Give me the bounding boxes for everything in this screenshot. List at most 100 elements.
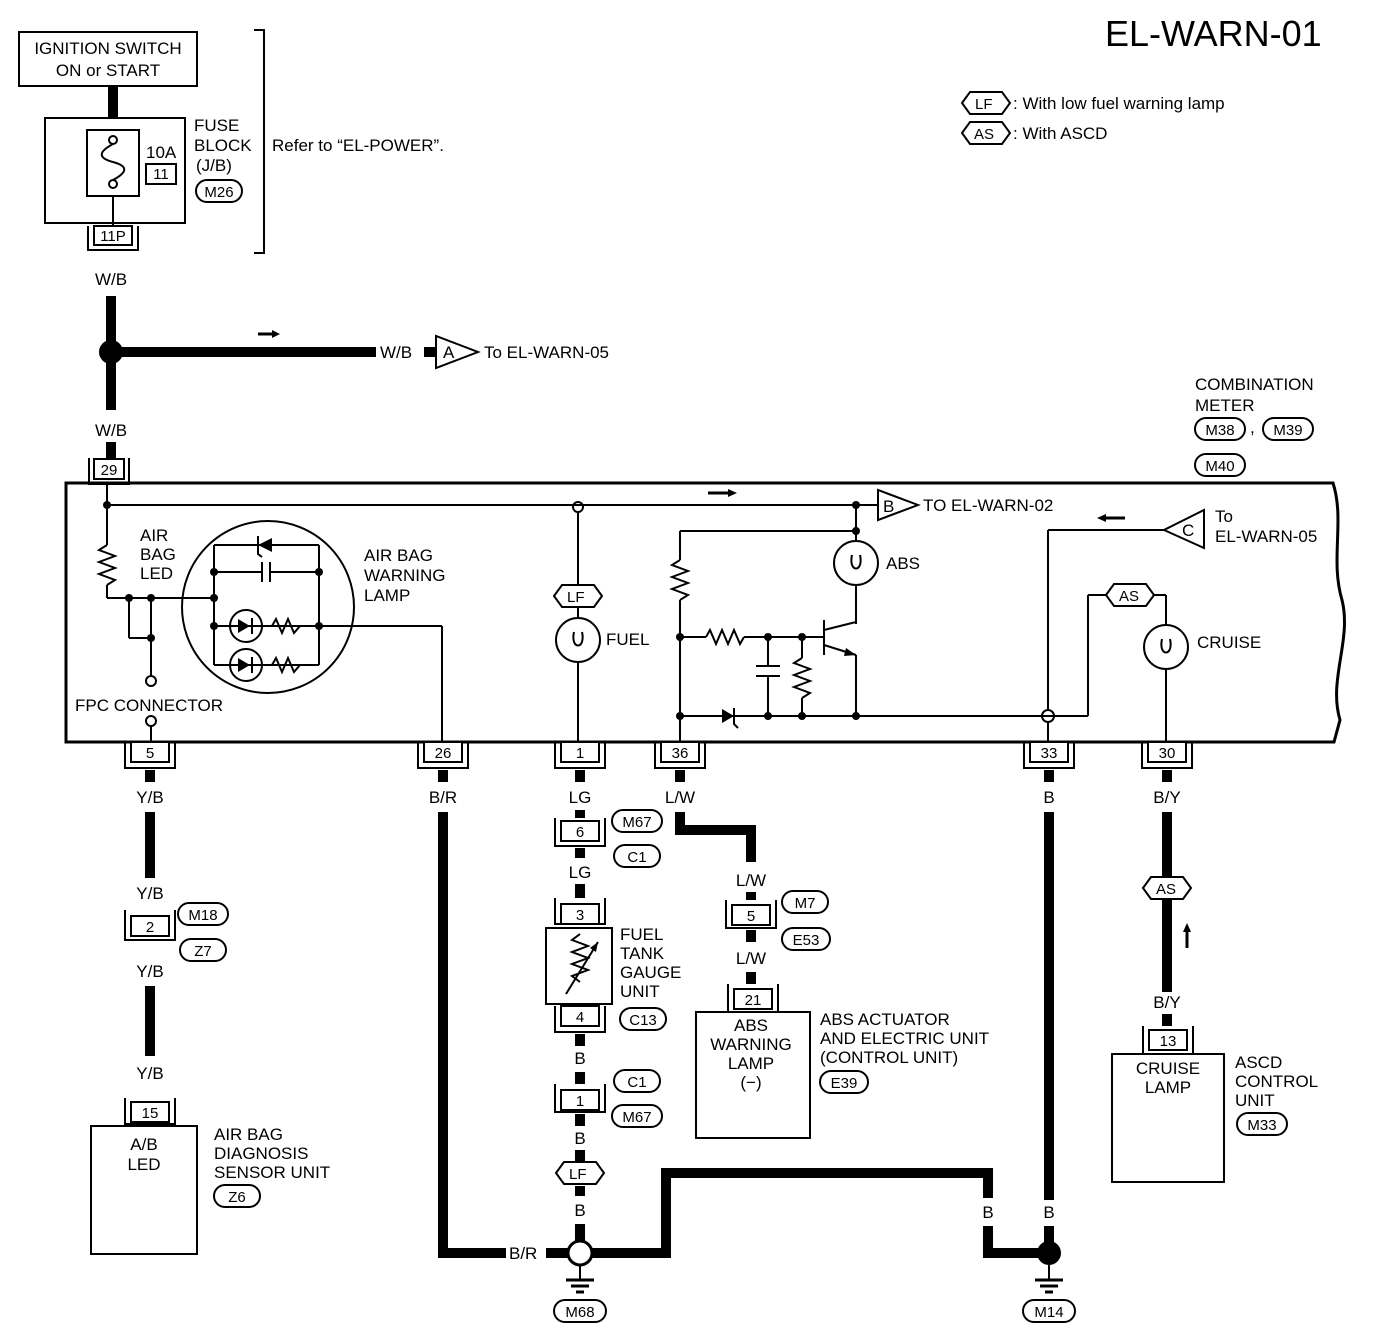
conn-m67b: M67 (622, 1109, 651, 1126)
ignition-switch-box (18, 31, 198, 87)
offpage-c-letter: C (1182, 521, 1194, 540)
abs-actuator-box (695, 1011, 811, 1139)
wire-br-2: B/R (509, 1244, 537, 1263)
meter-conn3: M40 (1205, 458, 1234, 475)
ground-splice-m14 (1037, 1241, 1061, 1265)
abs-unit-label2: AND ELECTRIC UNIT (820, 1029, 989, 1048)
wire-lg-2: LG (569, 863, 592, 882)
offpage-c-line2: EL-WARN-05 (1215, 527, 1317, 546)
airbag-warning-lamp-circle (181, 520, 355, 694)
conn-c13: C13 (629, 1012, 657, 1029)
pin-5: 5 (747, 908, 755, 925)
wire-yb-4: Y/B (136, 1064, 163, 1083)
wire-b-5: B (982, 1203, 993, 1222)
inside-cruise: CRUISE (1197, 633, 1261, 652)
ascd-unit-inner2: LAMP (1145, 1078, 1191, 1097)
conn-c1: C1 (627, 849, 646, 866)
fpc-connector-label: FPC CONNECTOR (75, 696, 223, 715)
offpage-b-letter: B (883, 497, 894, 516)
meter-conn1: M38 (1205, 422, 1234, 439)
pin-6: 6 (576, 824, 584, 841)
terminal-30: 30 (1159, 745, 1176, 762)
ascd-unit-label1: ASCD (1235, 1053, 1282, 1072)
legend: LF : With low fuel warning lamp AS : Wit… (960, 91, 1225, 145)
pin-3: 3 (576, 907, 584, 924)
terminal-29: 29 (101, 462, 118, 479)
airbag-led-l2: BAG (140, 545, 176, 564)
abs-unit-inner2: WARNING (710, 1035, 792, 1054)
wire-wb-top: W/B (95, 270, 127, 289)
wire-by-1: B/Y (1153, 788, 1180, 807)
pin-13: 13 (1160, 1033, 1177, 1050)
wire-lg-1: LG (569, 788, 592, 807)
offpage-a-text: To EL-WARN-05 (484, 343, 609, 362)
terminal-5: 5 (146, 745, 154, 762)
offpage-b-flag (877, 488, 921, 522)
terminal-1: 1 (576, 745, 584, 762)
wire-by-2: B/Y (1153, 993, 1180, 1012)
wire-wb-branch: W/B (380, 343, 412, 362)
airbag-sensor-unit-box (90, 1125, 198, 1255)
offpage-a-letter: A (443, 343, 455, 362)
fuse-connector: M26 (204, 184, 233, 201)
fuse-label1: FUSE (194, 116, 239, 135)
lower-lf: LF (569, 1166, 587, 1183)
fuel-gauge-l3: GAUGE (620, 963, 681, 982)
fuel-gauge-l4: UNIT (620, 982, 660, 1001)
wire-lw-2: L/W (736, 871, 766, 890)
meter-line1: COMBINATION (1195, 375, 1314, 394)
offpage-c-line1: To (1215, 507, 1233, 526)
ascd-unit-label2: CONTROL (1235, 1072, 1318, 1091)
conn-e39: E39 (831, 1075, 858, 1092)
refer-bracket (254, 29, 265, 254)
conn-m67: M67 (622, 814, 651, 831)
abs-unit-inner1: ABS (734, 1016, 768, 1035)
pin-1: 1 (576, 1093, 584, 1110)
conn-m18: M18 (188, 907, 217, 924)
fuse-connector-badge (195, 179, 243, 203)
airbag-unit-inner1: A/B (130, 1135, 157, 1154)
legend-as-text: : With ASCD (1013, 124, 1107, 143)
ascd-as: AS (1156, 881, 1176, 898)
cruise-lamp-bulb (1143, 624, 1189, 670)
ground-splice-m68 (566, 1239, 594, 1267)
inside-as: AS (1119, 588, 1139, 605)
wire-b-3: B (574, 1201, 585, 1220)
meter-sep: , (1250, 418, 1255, 437)
terminal-36: 36 (672, 745, 689, 762)
inside-abs: ABS (886, 554, 920, 573)
legend-lf-code: LF (975, 96, 993, 113)
airbag-unit-label1: AIR BAG (214, 1125, 283, 1144)
pin-21: 21 (745, 992, 762, 1009)
offpage-b-text: TO EL-WARN-02 (923, 496, 1053, 515)
wire-lw-3: L/W (736, 949, 766, 968)
offpage-c-flag (1161, 508, 1205, 550)
wire-yb-1: Y/B (136, 788, 163, 807)
ignition-line1: IGNITION SWITCH (34, 39, 181, 58)
combination-meter-box (64, 481, 1346, 744)
abs-unit-inner3: LAMP (728, 1054, 774, 1073)
wire-yb-2: Y/B (136, 884, 163, 903)
wire-wb-lower: W/B (95, 421, 127, 440)
wire-b-7: B (1043, 1203, 1054, 1222)
terminal-11p: 11P (100, 228, 126, 245)
airbag-led-l1: AIR (140, 526, 168, 545)
wire-b-4: B (660, 1203, 671, 1222)
wire-lw-1: L/W (665, 788, 695, 807)
fuse-label3: (J/B) (196, 156, 232, 175)
ascd-unit-label3: UNIT (1235, 1091, 1275, 1110)
abs-lamp-bulb (833, 540, 879, 586)
legend-as-code: AS (974, 126, 994, 143)
airbag-unit-label2: DIAGNOSIS (214, 1144, 308, 1163)
fuel-lamp-bulb (555, 617, 601, 663)
conn-z6: Z6 (228, 1189, 246, 1206)
meter-line2: METER (1195, 396, 1255, 415)
offpage-a-flag (435, 334, 481, 370)
legend-lf-text: : With low fuel warning lamp (1013, 94, 1225, 113)
wire-b-1: B (574, 1049, 585, 1068)
fuse-label2: BLOCK (194, 136, 252, 155)
abs-unit-label1: ABS ACTUATOR (820, 1010, 950, 1029)
wire-b-2: B (574, 1129, 585, 1148)
fuse-rating: 10A (146, 143, 177, 162)
abs-unit-label3: (CONTROL UNIT) (820, 1048, 958, 1067)
